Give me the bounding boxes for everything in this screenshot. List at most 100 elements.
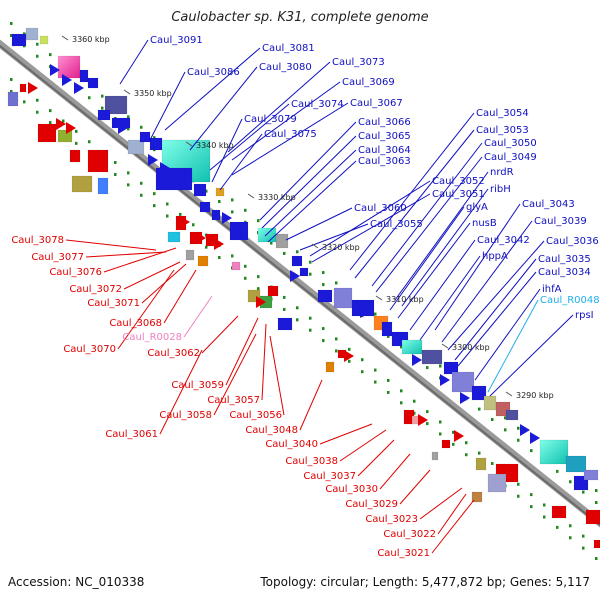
track-dot bbox=[127, 171, 130, 175]
strand-arrow bbox=[290, 270, 300, 282]
gene-feature bbox=[211, 209, 221, 221]
strand-arrow bbox=[440, 374, 450, 386]
gene-feature bbox=[155, 167, 193, 191]
leader-line bbox=[409, 239, 476, 331]
gene-feature bbox=[299, 267, 309, 277]
leader-line bbox=[434, 203, 521, 331]
leader-line bbox=[441, 220, 533, 343]
strand-arrow bbox=[148, 154, 158, 166]
track-dot bbox=[257, 219, 260, 223]
gene-feature bbox=[585, 509, 600, 525]
gene-feature bbox=[193, 183, 207, 197]
gene-label-upper: Caul_3081 bbox=[262, 43, 315, 54]
gene-feature bbox=[87, 77, 99, 89]
gene-label-upper: Caul_3079 bbox=[244, 114, 297, 125]
track-dot bbox=[205, 245, 208, 249]
gene-feature bbox=[199, 201, 211, 213]
leader-line bbox=[85, 251, 167, 258]
track-dot bbox=[361, 358, 364, 362]
track-dot bbox=[517, 426, 520, 430]
track-dot bbox=[296, 250, 299, 254]
gene-feature bbox=[551, 505, 567, 519]
track-dot bbox=[491, 461, 494, 465]
track-dot bbox=[374, 380, 377, 384]
gene-label-upper: Caul_3073 bbox=[332, 57, 385, 68]
gene-label-upper: Caul_3080 bbox=[259, 62, 312, 73]
leader-line bbox=[474, 288, 541, 381]
leader-line bbox=[225, 317, 259, 386]
track-dot bbox=[10, 21, 13, 25]
leader-line bbox=[117, 269, 175, 350]
leader-line bbox=[489, 314, 574, 397]
track-dot bbox=[569, 536, 572, 540]
track-dot bbox=[127, 183, 130, 187]
backbone-line bbox=[0, 39, 600, 528]
track-dot bbox=[530, 505, 533, 509]
gene-label-upper: Caul_R0048 bbox=[540, 295, 600, 306]
track-dot bbox=[348, 359, 351, 363]
gene-label-upper: Caul_3053 bbox=[476, 125, 529, 136]
gene-feature bbox=[539, 439, 569, 465]
gene-feature bbox=[229, 221, 249, 241]
gene-label-lower: Caul_3059 bbox=[171, 380, 224, 391]
track-dot bbox=[595, 501, 598, 505]
track-dot bbox=[556, 525, 559, 529]
gene-feature bbox=[57, 55, 81, 79]
track-dot bbox=[114, 161, 117, 165]
track-dot bbox=[88, 96, 91, 100]
track-dot bbox=[127, 115, 130, 119]
tick-label: 3360 kbp bbox=[72, 35, 110, 44]
gene-feature bbox=[441, 439, 451, 449]
gene-feature bbox=[197, 255, 209, 267]
track-dot bbox=[439, 432, 442, 436]
track-dot bbox=[10, 89, 13, 93]
track-dot bbox=[582, 490, 585, 494]
track-dot bbox=[400, 401, 403, 405]
gene-feature bbox=[505, 409, 519, 421]
strand-arrow bbox=[62, 74, 72, 86]
gene-feature bbox=[57, 129, 73, 143]
leader-line bbox=[213, 333, 257, 416]
track-dot bbox=[192, 223, 195, 227]
leader-line bbox=[357, 439, 395, 477]
leader-line bbox=[231, 102, 349, 176]
track-dot bbox=[23, 32, 26, 36]
gene-label-upper: Caul_3051 bbox=[432, 189, 485, 200]
tick-mark bbox=[123, 89, 131, 95]
gene-feature bbox=[139, 131, 151, 143]
strand-arrow bbox=[160, 162, 170, 174]
gene-feature bbox=[471, 385, 487, 401]
track-dot bbox=[283, 295, 286, 299]
gene-feature bbox=[483, 395, 497, 411]
track-dot bbox=[218, 200, 221, 204]
track-dot bbox=[426, 366, 429, 370]
track-dot bbox=[374, 312, 377, 316]
track-dot bbox=[530, 449, 533, 453]
gene-feature bbox=[583, 469, 599, 481]
track-dot bbox=[569, 480, 572, 484]
track-dot bbox=[439, 364, 442, 368]
gene-label-upper: Caul_3055 bbox=[370, 219, 423, 230]
track-dot bbox=[153, 192, 156, 196]
track-dot bbox=[140, 181, 143, 185]
gene-label-lower: Caul_3070 bbox=[63, 344, 116, 355]
track-dot bbox=[166, 202, 169, 206]
track-dot bbox=[335, 281, 338, 285]
track-dot bbox=[283, 251, 286, 255]
gene-label-upper: Caul_3086 bbox=[187, 67, 240, 78]
track-dot bbox=[270, 241, 273, 245]
leader-line bbox=[319, 423, 373, 445]
gene-label-upper: Caul_3063 bbox=[358, 156, 411, 167]
gene-feature bbox=[487, 473, 507, 493]
track-dot bbox=[504, 428, 507, 432]
label-leader-lines bbox=[65, 39, 574, 554]
track-dot bbox=[309, 316, 312, 320]
gene-feature bbox=[97, 109, 111, 121]
track-dot bbox=[231, 198, 234, 202]
track-dot bbox=[322, 283, 325, 287]
leader-line bbox=[211, 118, 243, 183]
gene-label-upper: Caul_3035 bbox=[538, 254, 591, 265]
track-dot bbox=[218, 256, 221, 260]
